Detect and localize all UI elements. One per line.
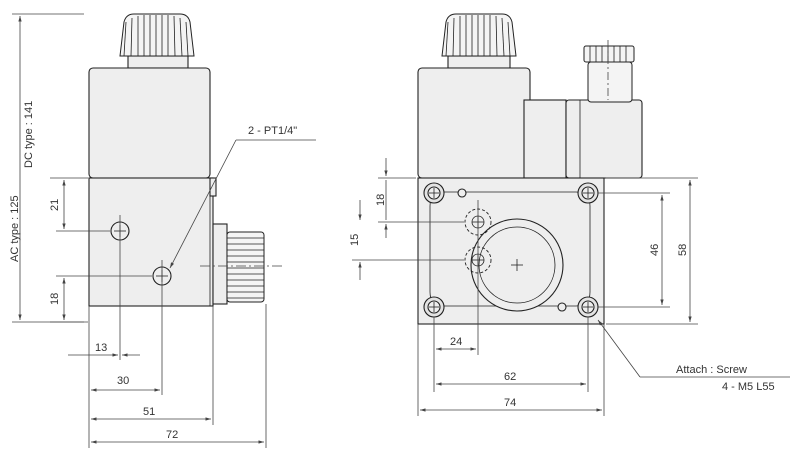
dim-30: 30 (117, 375, 129, 387)
front-connector (523, 40, 643, 179)
attach-leader (597, 319, 790, 378)
side-coil (88, 67, 211, 179)
attach-label: Attach : Screw (676, 364, 747, 376)
dim-72: 72 (166, 429, 178, 441)
screw-top-left (423, 182, 445, 204)
dim-62: 62 (504, 371, 516, 383)
dim-15: 15 (349, 234, 361, 246)
side-adjuster (200, 223, 284, 305)
ac-type-label: AC type : 125 (9, 195, 21, 262)
dim-24: 24 (450, 336, 462, 348)
front-view: 18 15 46 58 24 62 74 Attach : Screw 4 - … (349, 13, 790, 416)
screw-top-right (577, 182, 599, 204)
dim-74: 74 (504, 397, 516, 409)
dim-58: 58 (677, 244, 689, 256)
side-knob (119, 13, 195, 69)
screw-spec-label: 4 - M5 L55 (722, 381, 775, 393)
pin-hole-left (457, 188, 467, 198)
dim-21: 21 (49, 199, 61, 211)
center-bore (470, 218, 564, 312)
side-body (88, 177, 214, 307)
dc-type-label: DC type : 141 (23, 101, 35, 168)
dim-46: 46 (649, 244, 661, 256)
pin-hole-right (557, 302, 567, 312)
dim-18-side: 18 (49, 293, 61, 305)
dim-18-front: 18 (375, 194, 387, 206)
dim-51: 51 (143, 406, 155, 418)
front-knob (441, 13, 517, 69)
dim-13: 13 (95, 342, 107, 354)
side-view: 2 - PT1/4" DC type : 141 AC type : 125 2… (9, 13, 316, 448)
front-coil (417, 67, 531, 179)
port-callout-label: 2 - PT1/4" (248, 125, 297, 137)
screw-bottom-right (577, 296, 599, 318)
screw-bottom-left (423, 296, 445, 318)
port-callout-leader (169, 139, 316, 269)
